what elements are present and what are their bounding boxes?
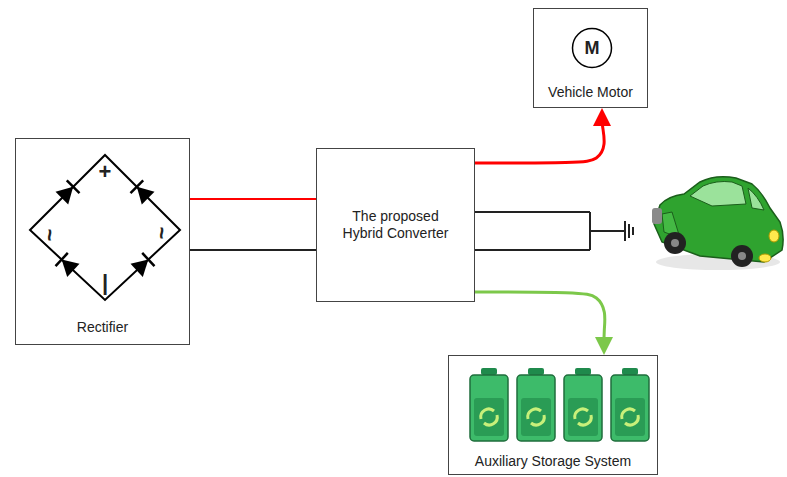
battery-panel	[568, 398, 598, 436]
recycle-arc	[531, 415, 544, 425]
ac-terminal: ~	[38, 229, 60, 242]
car-headlight	[759, 254, 771, 262]
battery-icon	[470, 368, 508, 441]
battery-body	[517, 375, 555, 441]
component-box: Auxiliary Storage System	[448, 355, 658, 475]
power-arrow	[475, 117, 604, 163]
battery-cap	[575, 368, 591, 375]
car-window	[748, 188, 764, 210]
box-label: The proposed Hybrid Converter	[331, 208, 461, 242]
car-wheel	[731, 245, 753, 267]
battery-icon	[564, 368, 602, 441]
component-box: The proposed Hybrid Converter	[316, 148, 475, 302]
diode-bar	[142, 253, 154, 266]
motor-circle: M	[571, 27, 613, 69]
diode-triangle	[55, 180, 79, 204]
recycle-arc	[575, 409, 588, 419]
diode-bar	[67, 180, 80, 193]
dc-wire	[190, 249, 316, 251]
battery-group	[470, 368, 649, 441]
polarity-plus: +	[99, 161, 112, 183]
recycle-arc	[622, 409, 635, 419]
diode-triangle	[130, 180, 154, 204]
ground-symbol	[632, 227, 634, 235]
battery-panel	[521, 398, 551, 436]
ground-wiring	[475, 212, 633, 250]
recycle-arc	[528, 409, 541, 419]
diode-symbol	[130, 180, 154, 204]
battery-cap	[481, 368, 497, 375]
battery-body	[470, 375, 508, 441]
battery-icon	[611, 368, 649, 441]
box-label: Auxiliary Storage System	[475, 453, 631, 470]
battery-body	[611, 375, 649, 441]
motor-symbol: M	[585, 40, 600, 57]
recycle-arc	[484, 415, 497, 425]
diode-symbol	[56, 253, 80, 277]
battery-panel	[474, 398, 504, 436]
ground-wire	[590, 230, 625, 232]
component-box: Vehicle Motor M	[533, 8, 648, 108]
diode-triangle	[56, 253, 80, 277]
recycle-arc	[481, 409, 494, 419]
car-headlight	[769, 230, 779, 242]
ground-symbol	[624, 221, 626, 241]
polarity-minus: |	[102, 272, 108, 294]
car-bumper	[652, 208, 662, 224]
diode-bar	[56, 253, 68, 266]
battery-cap	[528, 368, 544, 375]
ground-symbol	[628, 224, 630, 238]
battery-cap	[622, 368, 638, 375]
car-body	[654, 177, 783, 262]
circle-outline-shape	[573, 29, 612, 68]
battery-body	[564, 375, 602, 441]
power-arrow	[475, 292, 605, 346]
car-wheel	[664, 232, 686, 254]
ground-wire	[475, 249, 590, 251]
box-label: Rectifier	[77, 319, 128, 336]
ground-wire	[475, 211, 590, 213]
bridge-wire	[30, 155, 180, 300]
diode-bridge	[30, 155, 180, 300]
diode-symbol	[55, 180, 79, 204]
recycle-arc	[578, 415, 591, 425]
diode-bar	[130, 180, 143, 193]
car-hub	[738, 252, 746, 260]
battery-icon	[517, 368, 555, 441]
dc-wire	[190, 198, 316, 200]
diode-triangle	[131, 253, 155, 277]
battery-panel	[615, 398, 645, 436]
box-label: Vehicle Motor	[548, 84, 633, 101]
recycle-arc	[625, 415, 638, 425]
diode-symbol	[131, 253, 155, 277]
car-illustration	[652, 177, 783, 270]
car-window	[690, 182, 746, 207]
ac-terminal: ~	[150, 227, 172, 240]
car-hub	[671, 239, 679, 247]
